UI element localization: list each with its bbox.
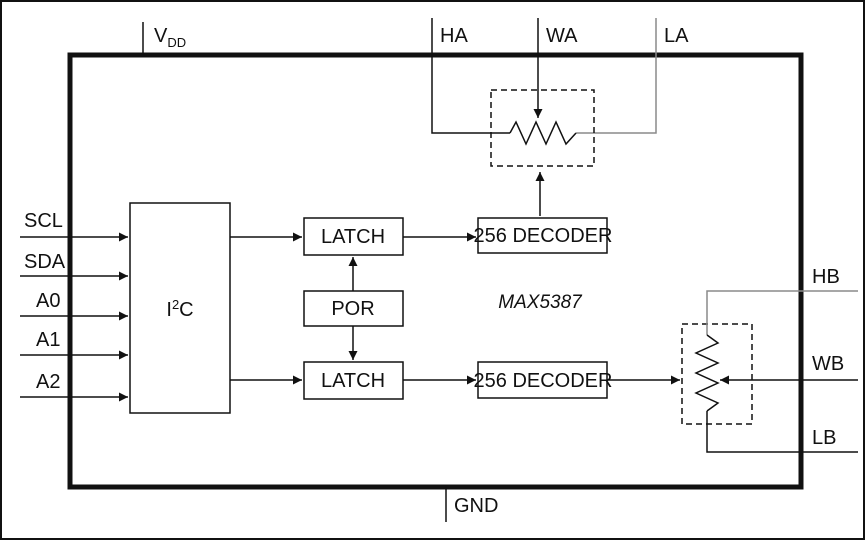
latch-top-label: LATCH [321, 226, 385, 248]
decoder-top-label: 256 DECODER [474, 225, 613, 247]
hb-label: HB [812, 266, 840, 288]
latch-top-block [303, 217, 404, 256]
decoder-bottom-label: 256 DECODER [474, 370, 613, 392]
wa-label: WA [546, 25, 578, 47]
decoder-top-block [477, 217, 608, 254]
a1-label: A1 [36, 329, 60, 351]
resistor-a-icon [509, 120, 577, 146]
vdd-label: VDD [154, 25, 186, 50]
i2c-label: I2C [166, 297, 193, 321]
resistor-b-icon [694, 334, 720, 412]
hb-lead [706, 290, 858, 335]
scl-label: SCL [24, 210, 63, 232]
part-number: MAX5387 [498, 292, 583, 313]
a0-label: A0 [36, 290, 60, 312]
la-label: LA [664, 25, 689, 47]
por-block [303, 290, 404, 327]
latch-bottom-label: LATCH [321, 370, 385, 392]
a2-label: A2 [36, 371, 60, 393]
i2c-block [129, 202, 231, 414]
latch-bottom-block [303, 361, 404, 400]
chip-outline [67, 52, 804, 490]
lb-label: LB [812, 427, 836, 449]
la-lead [576, 18, 657, 134]
lb-lead [706, 411, 858, 453]
gnd-label: GND [454, 495, 498, 517]
sda-label: SDA [24, 251, 66, 273]
ha-lead [431, 18, 510, 134]
wb-label: WB [812, 353, 844, 375]
ha-label: HA [440, 25, 468, 47]
pot-a-box [490, 89, 595, 167]
por-label: POR [331, 298, 374, 320]
pot-b-box [681, 323, 753, 425]
decoder-bottom-block [477, 361, 608, 399]
